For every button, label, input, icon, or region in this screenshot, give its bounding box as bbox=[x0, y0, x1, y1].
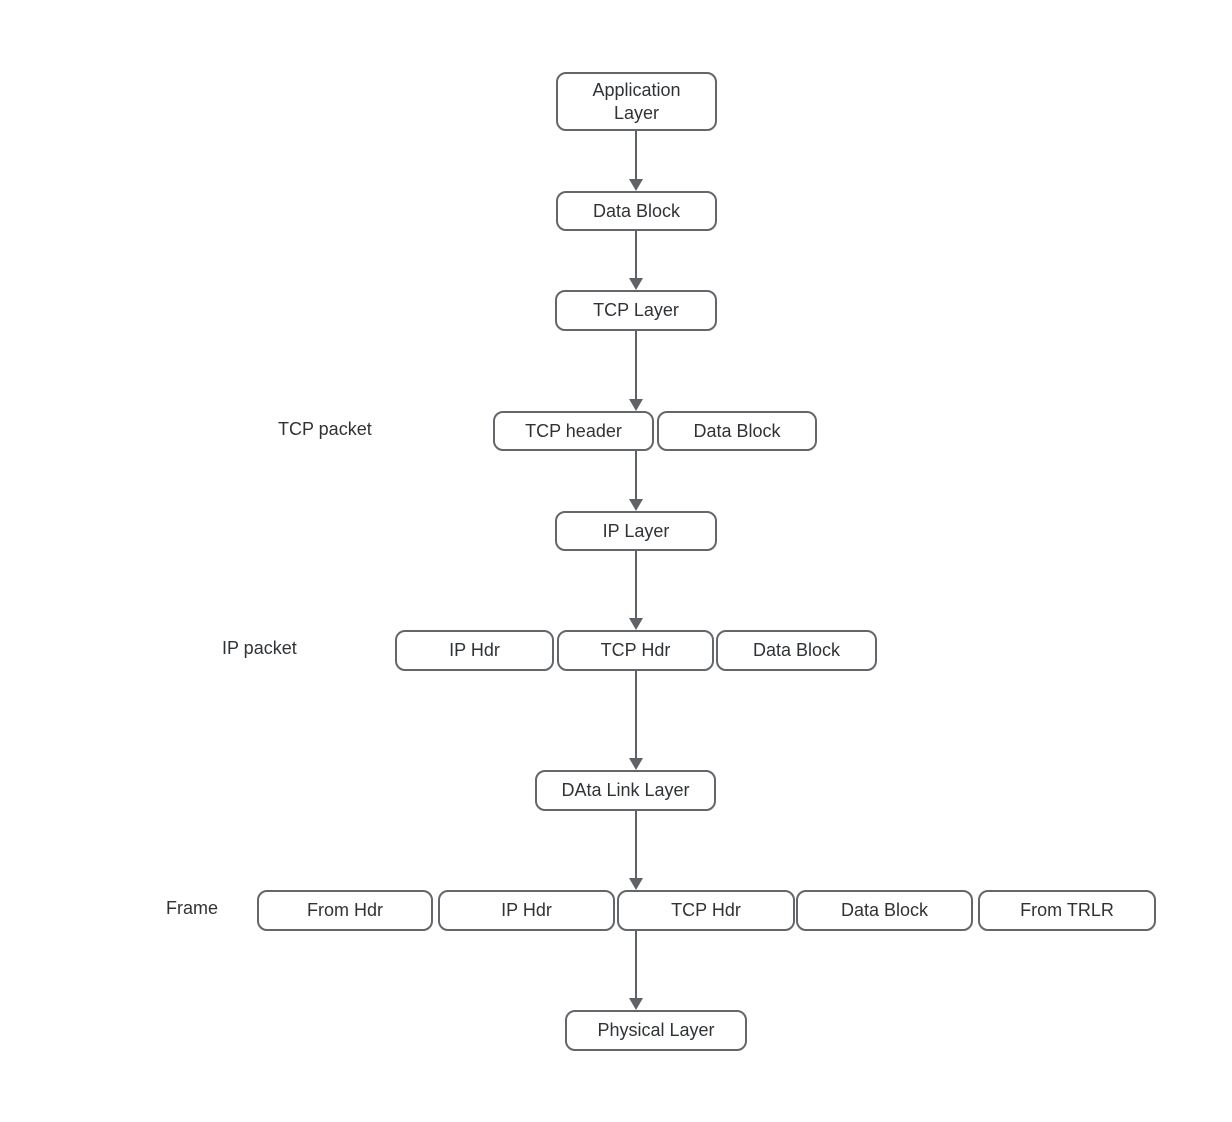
arrow-frame-to-physical bbox=[629, 931, 643, 1010]
arrow-line bbox=[635, 231, 637, 278]
node-tcp-header: TCP header bbox=[493, 411, 654, 451]
node-from-hdr: From Hdr bbox=[257, 890, 433, 931]
node-ip-hdr-1: IP Hdr bbox=[395, 630, 554, 671]
node-tcp-hdr-1: TCP Hdr bbox=[557, 630, 714, 671]
row-label-tcp-packet: TCP packet bbox=[278, 419, 372, 439]
arrow-datablock-to-tcplayer bbox=[629, 231, 643, 290]
node-label-from-hdr: From Hdr bbox=[307, 900, 383, 921]
arrow-head-icon bbox=[629, 758, 643, 770]
arrow-line bbox=[635, 331, 637, 399]
row-label-frame: Frame bbox=[166, 898, 219, 918]
arrow-head-icon bbox=[629, 998, 643, 1010]
arrow-head-icon bbox=[629, 399, 643, 411]
node-label-physical-layer: Physical Layer bbox=[597, 1020, 715, 1041]
arrow-head-icon bbox=[629, 618, 643, 630]
node-tcp-layer: TCP Layer bbox=[555, 290, 717, 331]
node-physical-layer: Physical Layer bbox=[565, 1010, 747, 1051]
node-label-ip-layer: IP Layer bbox=[602, 520, 670, 541]
arrow-line bbox=[635, 551, 637, 618]
arrow-tcplayer-to-tcppacket bbox=[629, 331, 643, 411]
node-label-ip-hdr-2: IP Hdr bbox=[501, 900, 552, 921]
node-from-trlr: From TRLR bbox=[978, 890, 1156, 931]
node-tcp-hdr-2: TCP Hdr bbox=[617, 890, 795, 931]
node-ip-layer: IP Layer bbox=[555, 511, 717, 551]
node-label-data-block-1: Data Block bbox=[592, 200, 681, 221]
arrow-head-icon bbox=[629, 179, 643, 191]
node-label-data-link-layer: DAta Link Layer bbox=[561, 780, 690, 801]
arrow-iplayer-to-ippacket bbox=[629, 551, 643, 630]
node-ip-hdr-2: IP Hdr bbox=[438, 890, 615, 931]
node-label-data-block-3: Data Block bbox=[752, 640, 841, 661]
node-data-link-layer: DAta Link Layer bbox=[535, 770, 716, 811]
node-label-application-layer: Application Layer bbox=[592, 80, 681, 123]
node-data-block-4: Data Block bbox=[796, 890, 973, 931]
node-label-from-trlr: From TRLR bbox=[1020, 900, 1114, 921]
arrow-line bbox=[635, 451, 637, 499]
arrow-datalink-to-frame bbox=[629, 811, 643, 890]
row-label-ip-packet: IP packet bbox=[222, 638, 297, 658]
node-application-layer: Application Layer bbox=[556, 72, 717, 131]
node-label-data-block-2: Data Block bbox=[693, 420, 781, 441]
arrow-app-to-datablock bbox=[629, 131, 643, 191]
arrow-head-icon bbox=[629, 878, 643, 890]
node-data-block-2: Data Block bbox=[657, 411, 817, 451]
node-data-block-3: Data Block bbox=[716, 630, 877, 671]
arrow-tcppacket-to-iplayer bbox=[629, 451, 643, 511]
node-label-tcp-layer: TCP Layer bbox=[593, 300, 679, 321]
arrow-line bbox=[635, 131, 637, 179]
node-label-tcp-header: TCP header bbox=[525, 420, 622, 441]
arrow-line bbox=[635, 671, 637, 758]
arrow-ippacket-to-datalink bbox=[629, 671, 643, 770]
arrow-head-icon bbox=[629, 278, 643, 290]
node-data-block-1: Data Block bbox=[556, 191, 717, 231]
node-label-tcp-hdr-1: TCP Hdr bbox=[600, 640, 671, 661]
arrow-line bbox=[635, 811, 637, 878]
node-label-ip-hdr-1: IP Hdr bbox=[449, 640, 500, 661]
node-label-tcp-hdr-2: TCP Hdr bbox=[671, 900, 741, 921]
arrow-line bbox=[635, 931, 637, 998]
node-label-data-block-4: Data Block bbox=[840, 900, 929, 921]
arrow-head-icon bbox=[629, 499, 643, 511]
